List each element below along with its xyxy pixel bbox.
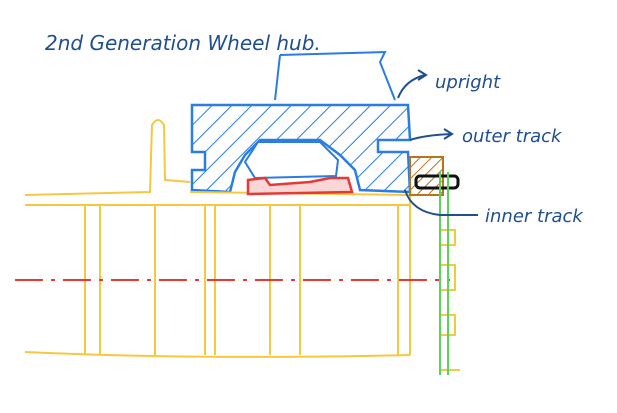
outer-track-arrow-icon bbox=[409, 128, 454, 141]
abs-sensor-ring bbox=[439, 172, 449, 375]
diagram-title: 2nd Generation Wheel hub. bbox=[45, 31, 321, 55]
label-upright: upright bbox=[435, 72, 501, 93]
upright-outline bbox=[274, 50, 396, 101]
bolt bbox=[414, 174, 460, 190]
label-outer-track: outer track bbox=[462, 126, 563, 147]
inner-track-leader bbox=[404, 189, 478, 216]
upright-arrow-icon bbox=[397, 69, 428, 99]
label-inner-track: inner track bbox=[485, 206, 584, 227]
outer-track-housing bbox=[190, 103, 412, 194]
inner-track bbox=[246, 176, 354, 196]
